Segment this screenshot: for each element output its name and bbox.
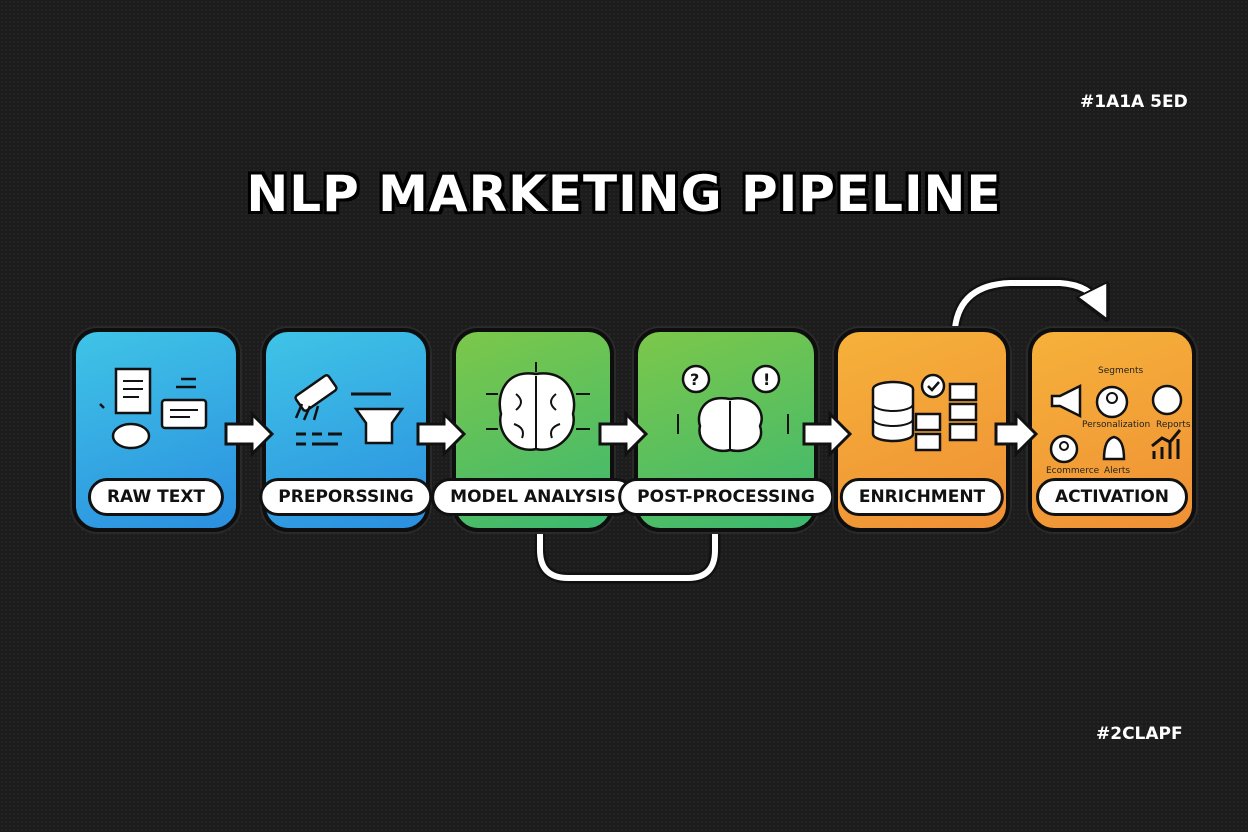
stage-label: MODEL ANALYSIS: [431, 478, 635, 516]
arrow-icon: [994, 410, 1039, 458]
color-tag-bottom: #2CLAPF: [1096, 724, 1183, 744]
stage-model-analysis: MODEL ANALYSIS: [431, 328, 635, 532]
sublabel-alerts: Alerts: [1104, 466, 1131, 476]
sublabel-reports: Reports: [1156, 420, 1191, 430]
brush-funnel-icon: [294, 374, 405, 446]
stage-post-processing: ? ! POST-PROCESSING: [618, 328, 834, 532]
activation-icons: [1049, 383, 1183, 464]
arrow-icon: [416, 410, 467, 458]
color-tag-top: #1A1A 5ED: [1080, 92, 1188, 112]
database-icon: [871, 373, 978, 452]
stage-label: RAW TEXT: [87, 478, 225, 516]
stage-preprocessing: PREPORSSING: [259, 328, 433, 532]
document-chat-icon: [99, 367, 208, 450]
loop-connector-inner: [537, 530, 718, 581]
arrow-icon: [802, 410, 853, 458]
sublabel-personalization: Personalization: [1082, 420, 1151, 430]
sublabel-segments: Segments: [1098, 366, 1144, 376]
svg-text:!: !: [763, 370, 770, 389]
stage-label: ACTIVATION: [1036, 478, 1188, 516]
arrow-icon: [224, 410, 275, 458]
svg-text:?: ?: [690, 370, 699, 389]
stage-label: POST-PROCESSING: [618, 478, 834, 516]
brain-circuit-icon: [486, 362, 590, 452]
stage-enrichment: ENRICHMENT: [834, 328, 1010, 532]
stage-label: PREPORSSING: [259, 478, 433, 516]
sublabel-ecommerce: Ecommerce: [1046, 466, 1100, 476]
brain-question-icon: ? !: [677, 364, 789, 453]
page-title: NLP MARKETING PIPELINE: [246, 165, 1002, 223]
stage-label: ENRICHMENT: [839, 478, 1005, 516]
arrow-icon: [598, 410, 649, 458]
stage-activation: Segments Personalization Reports Ecommer…: [1028, 328, 1196, 532]
